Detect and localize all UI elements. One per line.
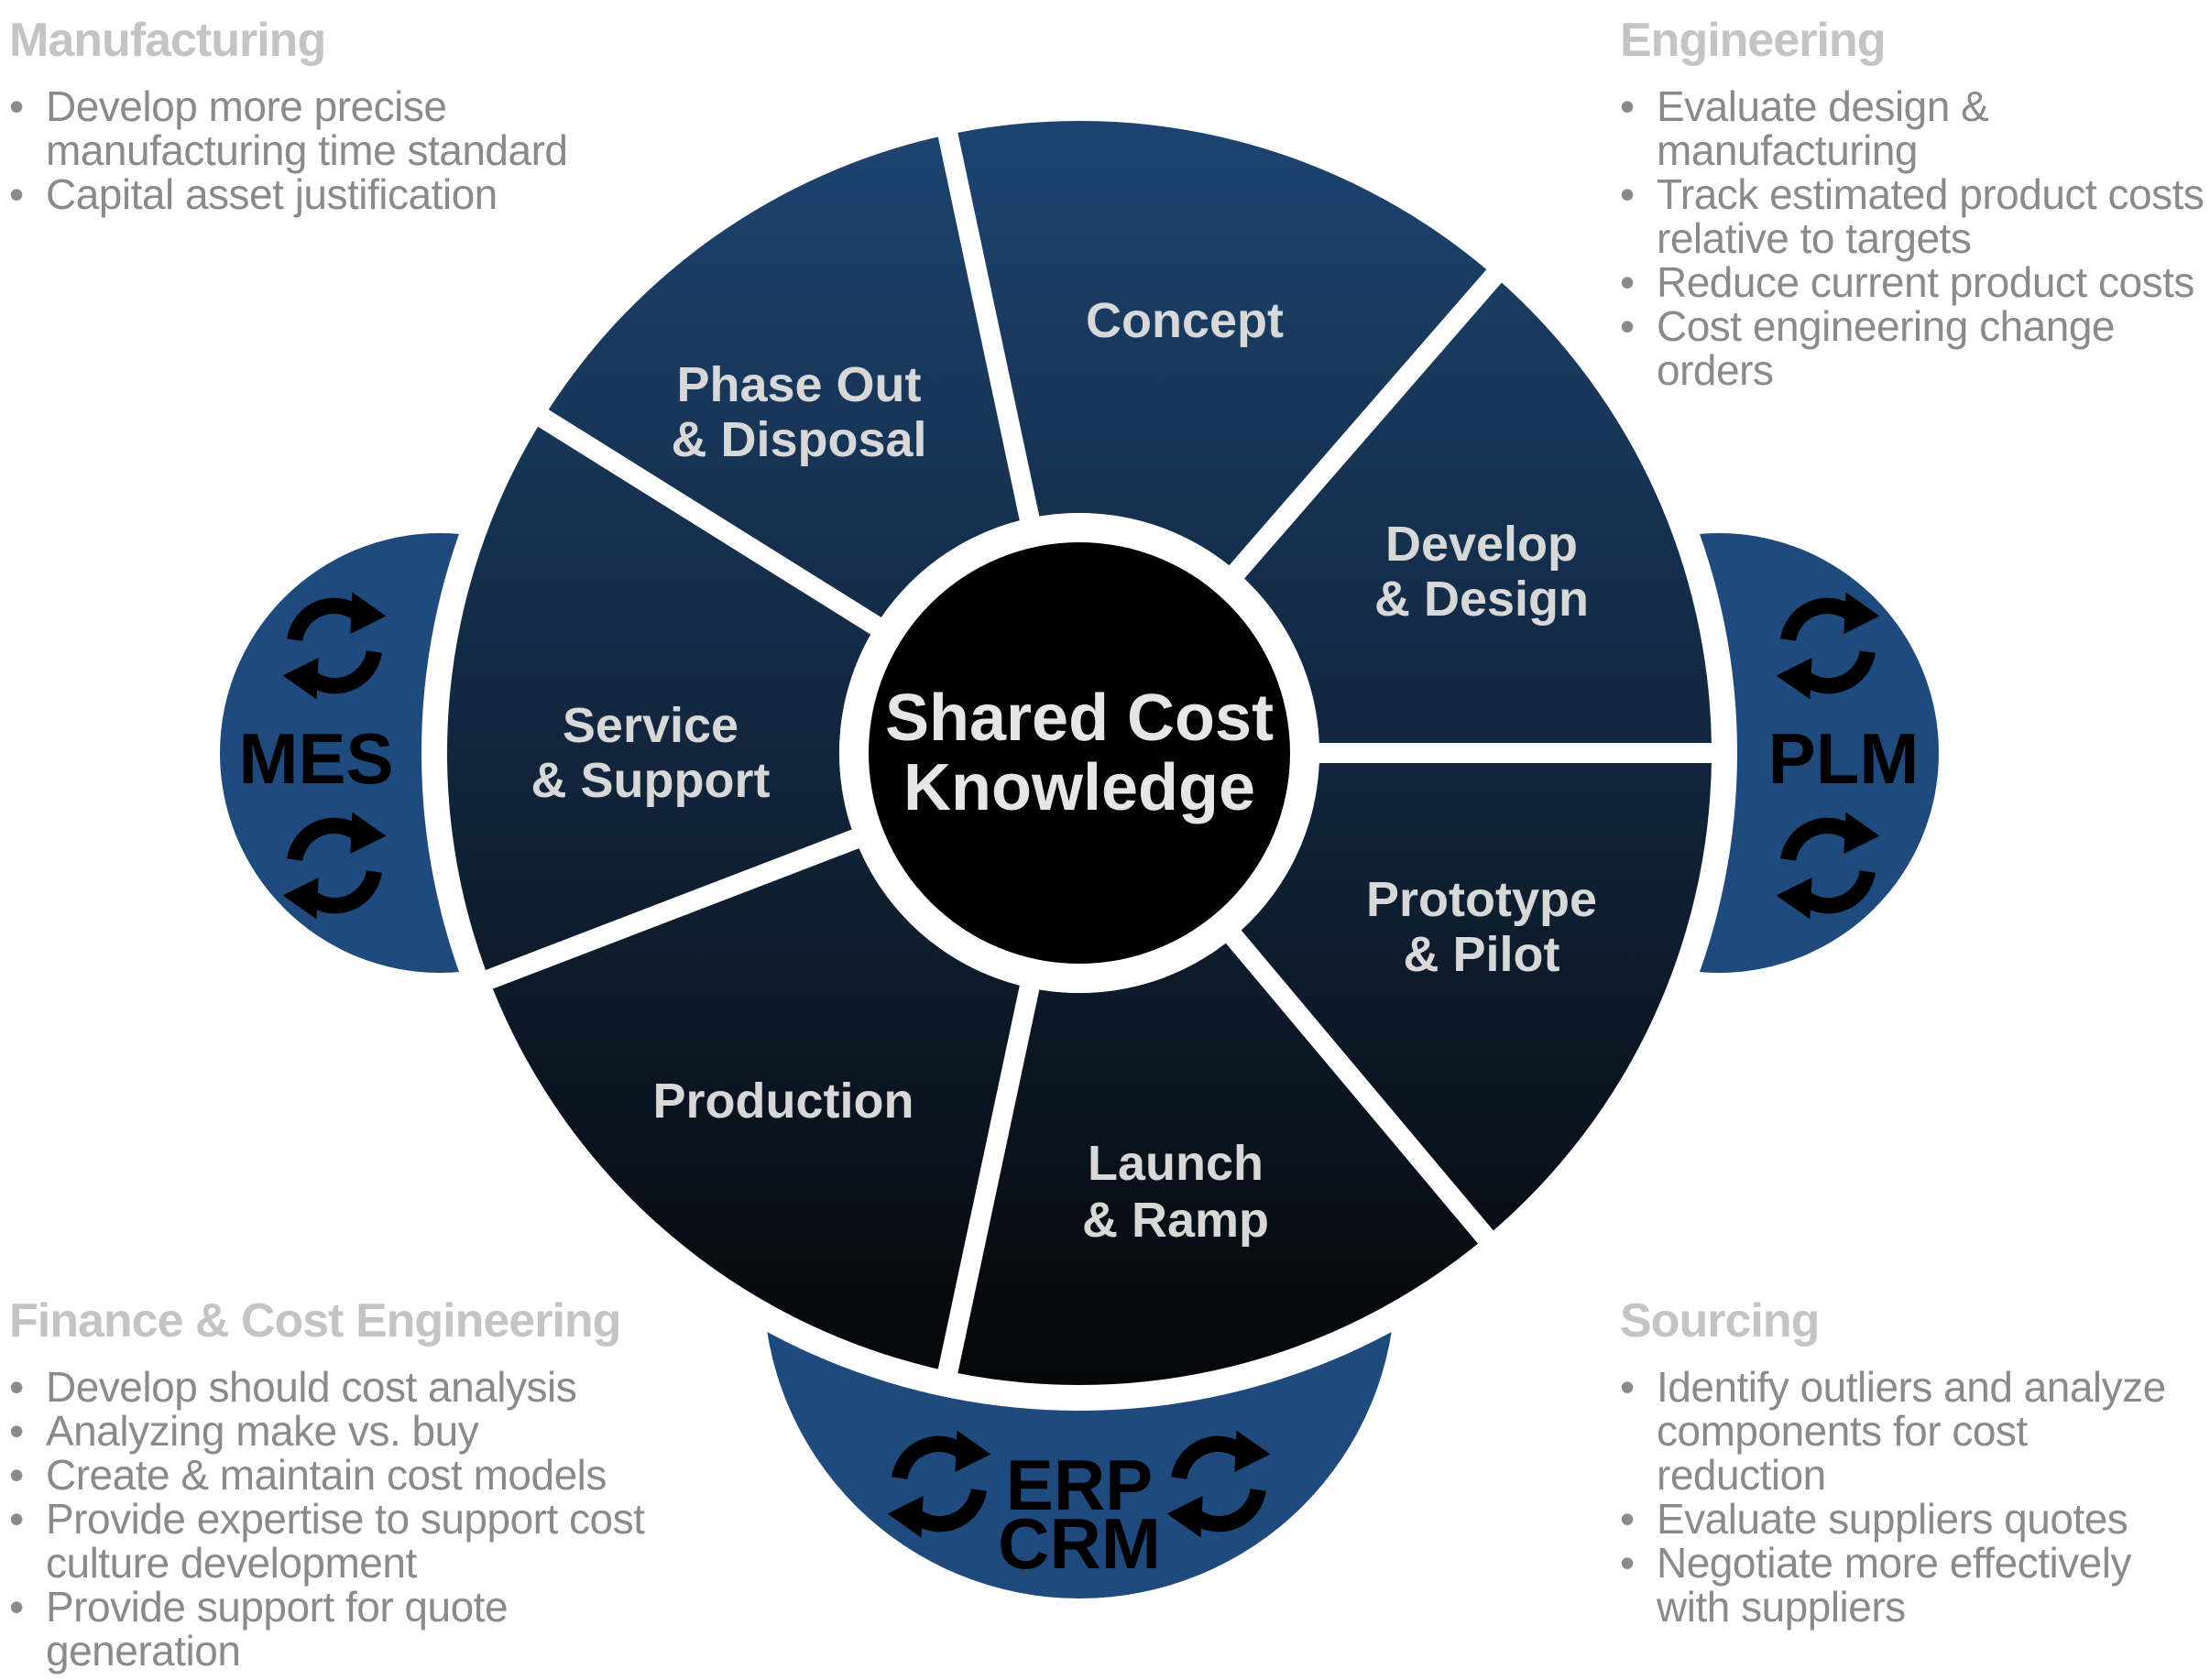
mes-label: MES (238, 718, 393, 799)
engineering-list: Evaluate design & manufacturing Track es… (1620, 84, 2206, 392)
list-item: Capital asset justification (9, 172, 651, 216)
list-item: Provide support for quote generation (9, 1585, 669, 1673)
segment-prototype-pilot (1241, 762, 1712, 1231)
sourcing-panel: Sourcing Identify outliers and analyze c… (1620, 1293, 2206, 1629)
sourcing-title: Sourcing (1620, 1294, 1820, 1347)
segment-label-phaseout-2: & Disposal (671, 412, 926, 467)
list-item: Cost engineering change orders (1620, 304, 2206, 392)
list-item: Evaluate design & manufacturing (1620, 84, 2206, 172)
list-item: Evaluate suppliers quotes (1620, 1497, 2206, 1541)
segment-label-prototype-2: & Pilot (1404, 927, 1560, 982)
list-item: Identify outliers and analyze components… (1620, 1365, 2206, 1497)
segment-service-support (446, 426, 871, 970)
crm-label: CRM (998, 1503, 1161, 1584)
manufacturing-panel: Manufacturing Develop more precise manuf… (9, 13, 651, 216)
plm-label: PLM (1768, 718, 1920, 799)
list-item: Create & maintain cost models (9, 1453, 669, 1497)
segment-concept (957, 121, 1487, 566)
finance-list: Develop should cost analysis Analyzing m… (9, 1365, 669, 1673)
list-item: Develop more precise manufacturing time … (9, 84, 651, 172)
segment-label-develop-2: & Design (1374, 572, 1589, 627)
manufacturing-list: Develop more precise manufacturing time … (9, 84, 651, 216)
finance-panel: Finance & Cost Engineering Develop shoul… (9, 1293, 669, 1673)
segment-phase-out-disposal (548, 136, 1020, 617)
segment-label-production: Production (653, 1074, 914, 1129)
segment-develop-design (1244, 282, 1712, 744)
list-item: Provide expertise to support cost cultur… (9, 1497, 669, 1585)
segment-labels: Concept Develop & Design Prototype & Pil… (531, 293, 1598, 1248)
list-item: Negotiate more effectively with supplier… (1620, 1541, 2206, 1629)
segment-label-launch-2: & Ramp (1082, 1193, 1269, 1248)
erp-label: ERP (1006, 1445, 1153, 1525)
sourcing-list: Identify outliers and analyze components… (1620, 1365, 2206, 1629)
segments (446, 121, 1712, 1386)
segment-label-phaseout: Phase Out (676, 357, 921, 412)
list-item: Analyzing make vs. buy (9, 1409, 669, 1453)
segment-launch-ramp (957, 943, 1479, 1386)
center-circle (869, 542, 1290, 964)
list-item: Track estimated product costs relative t… (1620, 172, 2206, 260)
center-label-line2: Knowledge (903, 751, 1255, 824)
manufacturing-title: Manufacturing (9, 14, 326, 67)
list-item: Develop should cost analysis (9, 1365, 669, 1409)
segment-label-prototype: Prototype (1366, 872, 1597, 927)
segment-production (492, 848, 1020, 1369)
segment-label-service-2: & Support (531, 753, 771, 808)
segment-label-service: Service (563, 698, 738, 753)
finance-title: Finance & Cost Engineering (9, 1294, 621, 1347)
engineering-title: Engineering (1620, 14, 1886, 67)
segment-label-launch: Launch (1088, 1136, 1264, 1191)
segment-label-develop: Develop (1385, 517, 1578, 572)
segment-label-concept: Concept (1086, 293, 1284, 348)
list-item: Reduce current product costs (1620, 260, 2206, 304)
center-label-line1: Shared Cost (885, 682, 1274, 755)
engineering-panel: Engineering Evaluate design & manufactur… (1620, 13, 2206, 392)
